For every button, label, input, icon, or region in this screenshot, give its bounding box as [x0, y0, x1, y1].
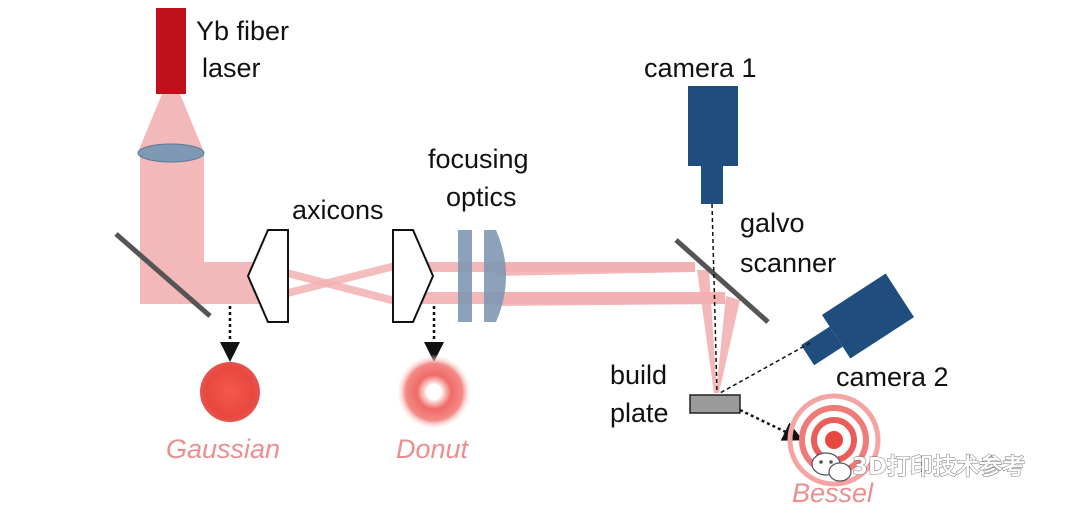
laser-label-line2: laser: [202, 53, 261, 83]
collimated-beam-horizontal: [140, 262, 260, 304]
focusing-optics-label-line2: optics: [446, 182, 517, 212]
turning-mirror: [114, 232, 212, 318]
gaussian-profile: [200, 362, 260, 422]
camera-2-body: [821, 273, 915, 359]
focusing-lens-1: [458, 230, 472, 322]
bessel-profile: [787, 393, 881, 487]
camera-2-sightline: [719, 342, 811, 394]
diverging-beam: [138, 94, 204, 152]
axicon-beam-crossing-2: [260, 262, 395, 304]
watermark-text: 3D打印技术参考: [852, 453, 1025, 480]
camera-1-body: [688, 86, 738, 166]
bessel-arrow: [739, 408, 804, 441]
camera-2-lens: [801, 326, 843, 366]
bessel-ring-3: [787, 393, 881, 487]
gaussian-label: Gaussian: [166, 434, 280, 464]
ring-beam-lower-converge: [495, 292, 725, 306]
focusing-lens-2: [484, 230, 506, 322]
camera-1-sightline: [711, 203, 718, 394]
watermark: 3D打印技术参考: [811, 452, 1026, 482]
galvo-beam-left: [697, 270, 717, 393]
donut-profile-hole: [426, 384, 442, 400]
galvo-beam-right: [716, 296, 740, 393]
camera-1-lens: [701, 166, 723, 204]
axicons-label: axicons: [292, 195, 384, 225]
build-plate-label-line1: build: [610, 360, 667, 390]
bessel-label: Bessel: [792, 478, 874, 508]
ring-beam-upper-converge: [495, 262, 695, 276]
axicon-1: [246, 229, 289, 323]
bessel-core: [825, 431, 843, 449]
focusing-optics-label-line1: focusing: [428, 144, 529, 174]
build-plate-label-line2: plate: [610, 398, 669, 428]
laser-label-line1: Yb fiber: [196, 16, 289, 46]
galvo-label-line2: scanner: [740, 248, 836, 278]
collimating-lens: [137, 143, 205, 163]
axicon-2: [392, 229, 435, 323]
camera-2-label: camera 2: [836, 362, 949, 392]
galvo-mirror: [674, 238, 770, 324]
laser-source: [156, 8, 186, 94]
donut-label: Donut: [396, 434, 470, 464]
camera-1-label: camera 1: [644, 53, 757, 83]
build-plate: [689, 394, 741, 414]
wechat-icon: [811, 452, 852, 482]
camera-2: [801, 273, 915, 366]
collimated-beam-vertical: [140, 152, 204, 262]
galvo-label-line1: galvo: [740, 208, 805, 238]
